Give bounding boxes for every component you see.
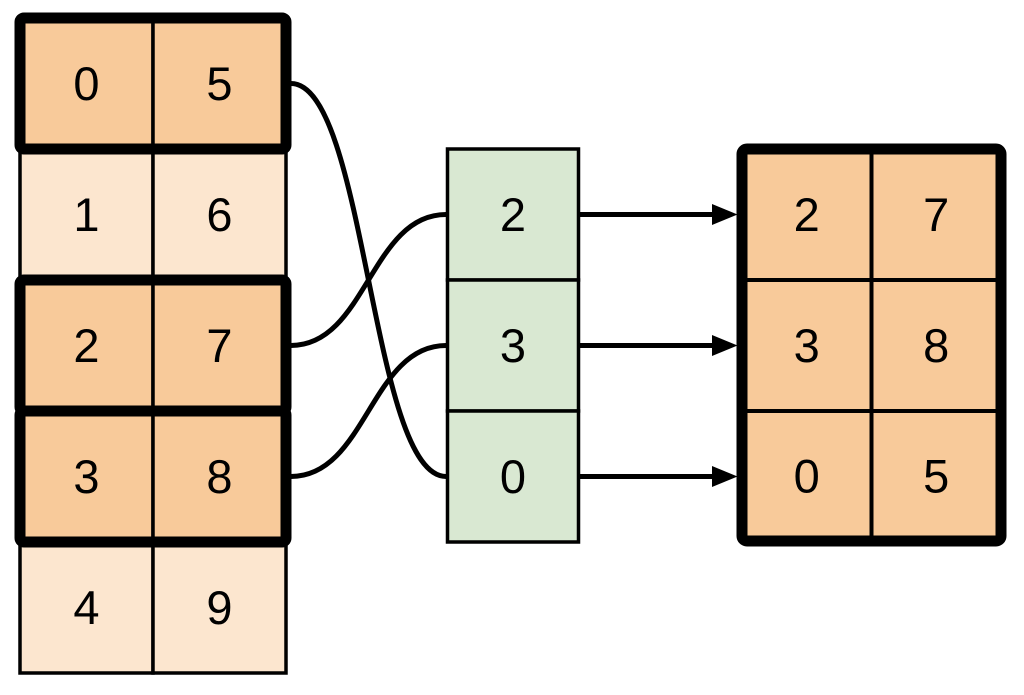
- curve-source-row3-to-index-3: [290, 343, 447, 479]
- source-cell-r4c0: [18, 540, 155, 675]
- index-cell-1: [445, 278, 581, 413]
- result-value-r0c0: 2: [794, 188, 820, 241]
- source-row0-highlight-outline: [14, 12, 292, 155]
- result-table-outline: [736, 143, 1007, 547]
- source-value-r4c0: 4: [73, 581, 99, 634]
- arrowhead-result-row2: [712, 466, 738, 487]
- result-value-r2c1: 5: [923, 449, 949, 502]
- source-cell-r1c1: [151, 147, 288, 282]
- result-cell-r2c1: [869, 409, 1003, 543]
- index-value-1: 3: [500, 319, 526, 372]
- result-value-r0c1: 7: [923, 188, 949, 241]
- curve-source-row2-to-index-2: [290, 212, 447, 348]
- result-value-r2c0: 0: [794, 449, 820, 502]
- source-cell-r3c1: [151, 409, 288, 544]
- source-value-r4c1: 9: [206, 581, 232, 634]
- source-cell-r4c1: [151, 540, 288, 675]
- index-value-2: 0: [500, 450, 526, 503]
- source-value-r1c0: 1: [73, 188, 99, 241]
- index-cell-0: [445, 147, 581, 282]
- source-value-r0c1: 5: [206, 57, 232, 110]
- source-value-r2c0: 2: [73, 319, 99, 372]
- source-value-r0c0: 0: [73, 57, 99, 110]
- source-value-r2c1: 7: [206, 319, 232, 372]
- arrowhead-result-row1: [712, 335, 738, 356]
- index-value-0: 2: [500, 188, 526, 241]
- source-cell-r0c1: [151, 16, 288, 151]
- index-cell-2: [445, 409, 581, 544]
- source-row3-highlight-outline: [14, 405, 292, 548]
- result-value-r1c0: 3: [794, 319, 820, 372]
- source-cell-r2c1: [151, 278, 288, 413]
- source-value-r3c1: 8: [206, 450, 232, 503]
- source-value-r3c0: 3: [73, 450, 99, 503]
- arrowhead-result-row0: [712, 204, 738, 225]
- source-value-r1c1: 6: [206, 188, 232, 241]
- result-value-r1c1: 8: [923, 319, 949, 372]
- result-cell-r2c0: [740, 409, 874, 543]
